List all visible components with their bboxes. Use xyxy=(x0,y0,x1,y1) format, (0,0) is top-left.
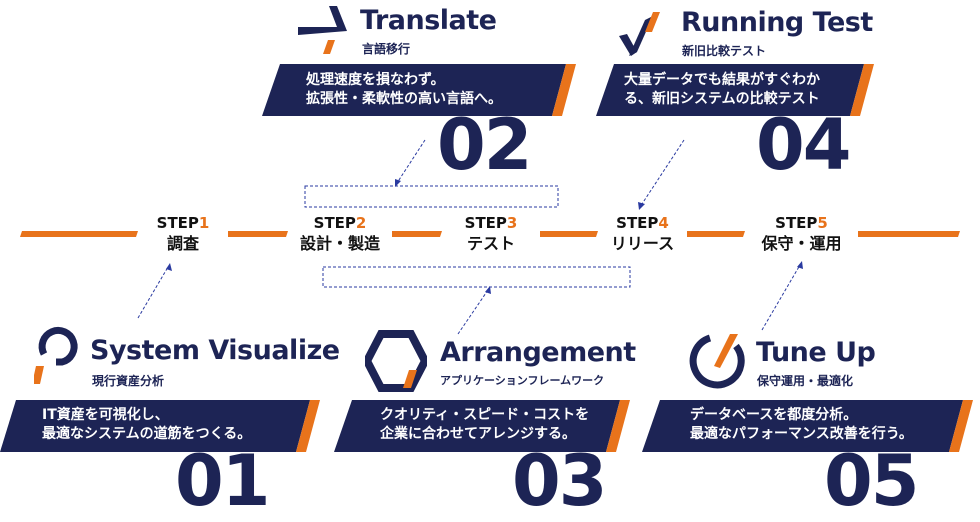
step-3-name: テスト xyxy=(466,234,515,253)
step-3-number: 3 xyxy=(506,214,518,232)
translate-desc: 処理速度を損なわず。 拡張性・柔軟性の高い言語へ。 xyxy=(306,71,502,109)
running-test-desc-line2: る、新旧システムの比較テスト xyxy=(624,91,820,107)
translate-title: Translate xyxy=(360,5,497,36)
step-2-name: 設計・製造 xyxy=(299,234,380,253)
tune-up-subtitle: 保守運用・最適化 xyxy=(757,374,854,388)
step-2-number: 2 xyxy=(355,214,367,232)
number-03: 03 xyxy=(512,440,607,522)
connector-lines xyxy=(137,139,801,335)
number-02: 02 xyxy=(437,104,532,186)
system-visualize-desc: IT資産を可視化し、 最適なシステムの道筋をつくる。 xyxy=(42,406,251,444)
translate-subtitle: 言語移行 xyxy=(362,42,411,56)
number-05: 05 xyxy=(824,440,919,522)
system-visualize-subtitle: 現行資産分析 xyxy=(92,374,165,388)
banner-tune-up xyxy=(642,400,973,452)
hexagon-icon xyxy=(365,330,427,392)
number-04: 04 xyxy=(756,104,851,186)
tune-up-desc-line2: 最適なパフォーマンス改善を行う。 xyxy=(690,426,913,442)
tune-up-desc-line1: データベースを都度分析。 xyxy=(690,407,858,423)
step-4-name: リリース xyxy=(610,234,675,253)
step-4: STEP4 リリース xyxy=(598,214,687,255)
step-5: STEP5 保守・運用 xyxy=(745,214,858,255)
banner-system-visualize xyxy=(0,400,320,452)
running-test-desc-line1: 大量データでも結果がすぐわか xyxy=(624,72,820,88)
running-test-title: Running Test xyxy=(681,7,873,38)
step-1: STEP1 調査 xyxy=(138,214,228,255)
arrangement-desc-line2: 企業に合わせてアレンジする。 xyxy=(380,426,576,442)
arrangement-subtitle: アプリケーションフレームワーク xyxy=(440,374,605,387)
step-5-number: 5 xyxy=(817,214,828,232)
step-5-name: 保守・運用 xyxy=(761,234,842,253)
step-1-label: STEP xyxy=(156,214,199,232)
translate-desc-line1: 処理速度を損なわず。 xyxy=(306,72,445,88)
banner-translate xyxy=(262,64,576,116)
banner-running-test xyxy=(596,64,874,116)
arrangement-desc-line1: クオリティ・スピード・コストを xyxy=(380,407,590,423)
step-4-number: 4 xyxy=(658,214,669,232)
diagram-graphics xyxy=(0,64,973,452)
magnifier-p-icon xyxy=(34,326,78,384)
number-01: 01 xyxy=(175,440,270,522)
tune-up-desc: データベースを都度分析。 最適なパフォーマンス改善を行う。 xyxy=(690,406,913,444)
step-3-label: STEP xyxy=(464,214,507,232)
arrangement-desc: クオリティ・スピード・コストを 企業に合わせてアレンジする。 xyxy=(380,406,589,444)
system-visualize-desc-line1: IT資産を可視化し、 xyxy=(42,407,169,423)
step-3: STEP3 テスト xyxy=(442,214,540,255)
system-visualize-title: System Visualize xyxy=(90,335,340,366)
gauge-icon xyxy=(689,334,745,389)
step-2: STEP2 設計・製造 xyxy=(288,214,392,255)
step-5-label: STEP xyxy=(775,214,818,232)
step-1-number: 1 xyxy=(198,214,210,232)
banner-arrangement xyxy=(334,400,630,452)
step-1-name: 調査 xyxy=(166,234,199,253)
translate-desc-line2: 拡張性・柔軟性の高い言語へ。 xyxy=(306,91,502,107)
check-icon xyxy=(619,12,660,56)
step-2-label: STEP xyxy=(313,214,356,232)
translate-arrow-icon xyxy=(298,6,347,54)
arrangement-title: Arrangement xyxy=(440,337,636,368)
tune-up-title: Tune Up xyxy=(756,337,876,368)
running-test-desc: 大量データでも結果がすぐわか る、新旧システムの比較テスト xyxy=(624,71,820,109)
arrowheads xyxy=(166,179,803,294)
timeline xyxy=(20,231,960,237)
running-test-subtitle: 新旧比較テスト xyxy=(682,44,767,58)
step-4-label: STEP xyxy=(616,214,659,232)
system-visualize-desc-line2: 最適なシステムの道筋をつくる。 xyxy=(42,426,252,442)
